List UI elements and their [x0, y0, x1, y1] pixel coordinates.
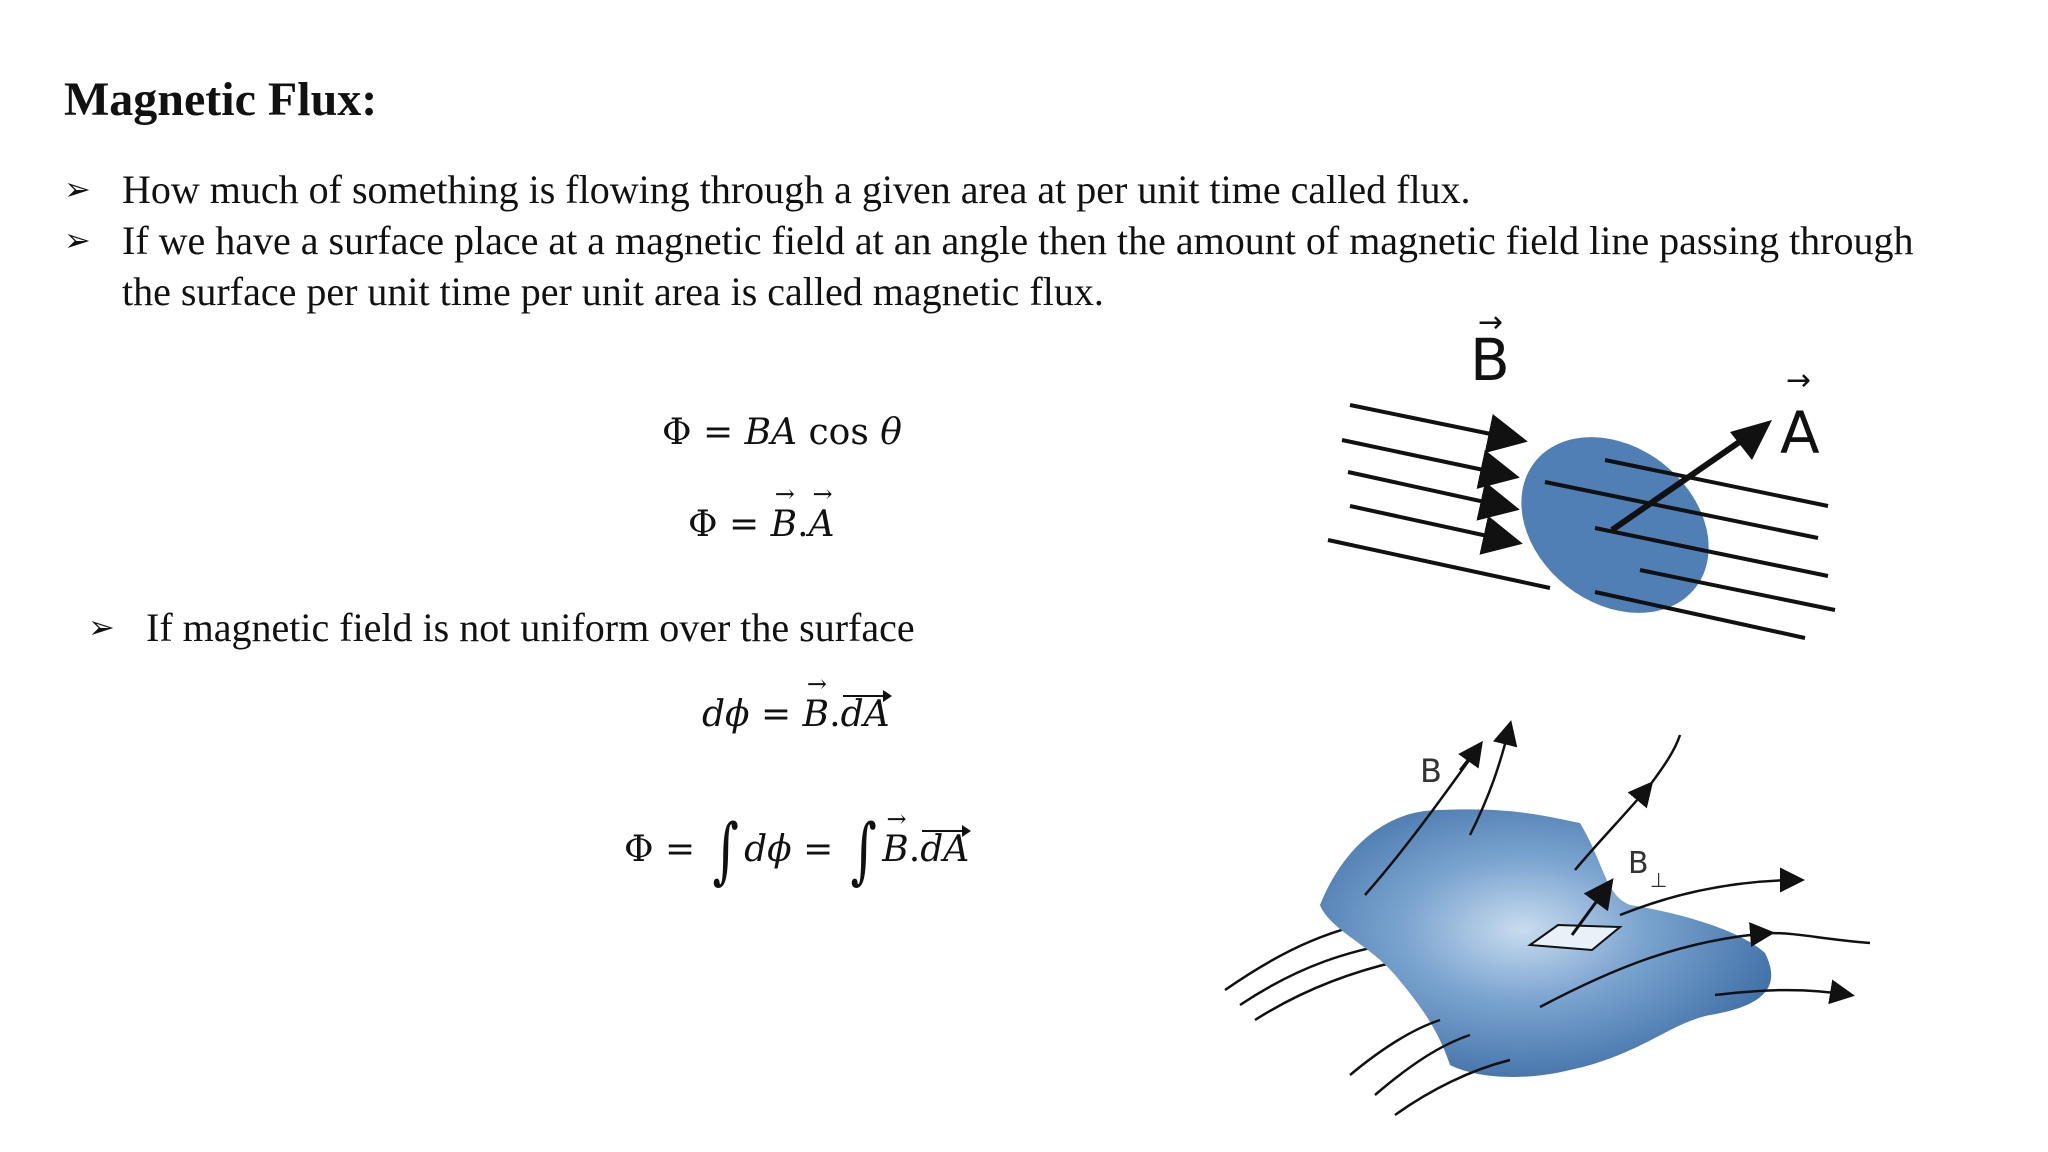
equation-flux-dot: Φ = B.A	[688, 504, 835, 545]
b-label: B	[1420, 752, 1442, 790]
uniform-flux-figure: B → A →	[1327, 310, 1836, 640]
bullet-item: ➢ If we have a surface place at a magnet…	[64, 215, 1914, 317]
a-vector-arrow-icon: →	[1786, 363, 1811, 398]
perpendicular-component-arrow	[1570, 878, 1614, 936]
bullet-arrow-icon: ➢	[64, 222, 91, 258]
field-lines-front	[1544, 458, 1836, 640]
b-perp-label: B	[1628, 846, 1649, 881]
field-lines-front	[1349, 720, 1871, 1117]
bullet-arrow-icon: ➢	[88, 609, 115, 645]
bullet-list: ➢ How much of something is flowing throu…	[64, 164, 1914, 317]
bullet-item: ➢ How much of something is flowing throu…	[64, 164, 1914, 215]
b-vector-arrow-icon: →	[1478, 310, 1503, 340]
bullet-text: How much of something is flowing through…	[122, 167, 1471, 212]
b-perp-subscript: ⊥	[1650, 868, 1667, 892]
area-vector-arrow	[1610, 420, 1772, 533]
b-vector-label: B	[1470, 326, 1510, 394]
bullet-item: ➢ If magnetic field is not uniform over …	[88, 602, 915, 653]
area-element	[1527, 923, 1623, 952]
bullet-text: If magnetic field is not uniform over th…	[146, 605, 915, 650]
equation-flux-cos: Φ = BA cos θ	[662, 412, 902, 453]
nonuniform-flux-figure: B B ⊥	[1224, 720, 1871, 1117]
equation-dflux: dϕ = B.dA	[702, 690, 892, 735]
bullet-text: If we have a surface place at a magnetic…	[122, 218, 1914, 314]
a-vector-label: A	[1780, 399, 1820, 467]
bullet-arrow-icon: ➢	[64, 171, 91, 207]
field-lines-behind	[1327, 403, 1551, 590]
slide-title: Magnetic Flux:	[64, 73, 378, 126]
equation-flux-integral: Φ = ∫dϕ = ∫B.dA	[624, 808, 972, 892]
